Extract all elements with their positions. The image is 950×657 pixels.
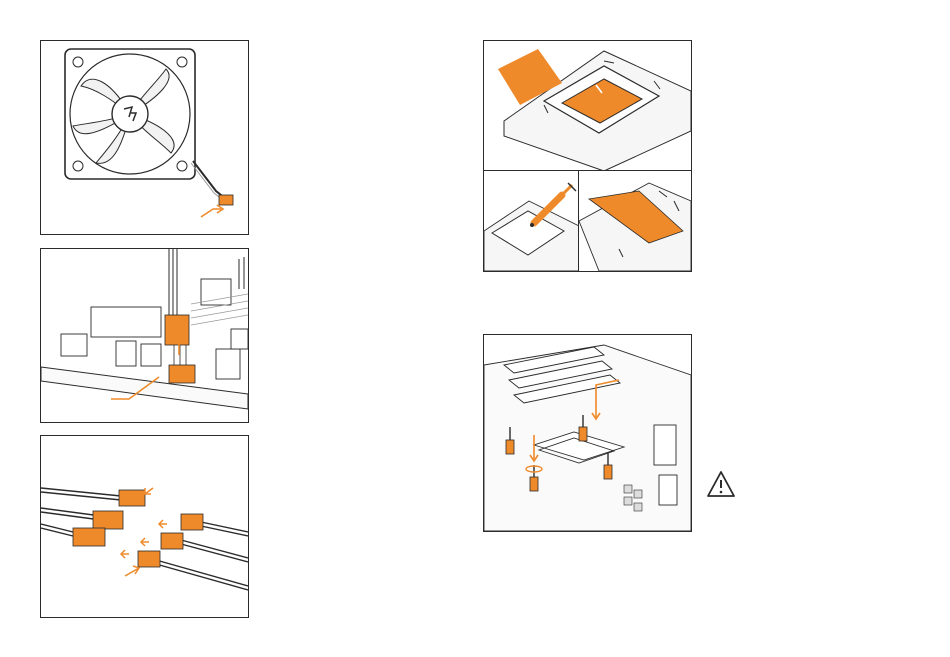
connector-icon <box>219 195 233 205</box>
cpu-icon <box>484 41 691 171</box>
warning-triangle-icon <box>706 470 736 498</box>
thermal-paste-application-figure <box>483 170 580 272</box>
connector-icon <box>73 490 203 567</box>
cpu-socket-placement-figure <box>483 40 692 172</box>
splitter-cable-figure <box>40 435 249 618</box>
motherboard-fan-header-figure <box>40 248 249 423</box>
motherboard-icon <box>41 249 248 422</box>
syringe-icon <box>484 171 579 271</box>
thermal-pad-icon <box>579 171 691 271</box>
fan-icon <box>41 41 248 234</box>
thermal-pad-application-figure <box>578 170 692 272</box>
fan-connector-figure <box>40 40 249 235</box>
splitter-cable-diagram <box>41 436 248 617</box>
standoff-screw-icon <box>484 335 691 531</box>
standoff-installation-figure <box>483 334 692 532</box>
